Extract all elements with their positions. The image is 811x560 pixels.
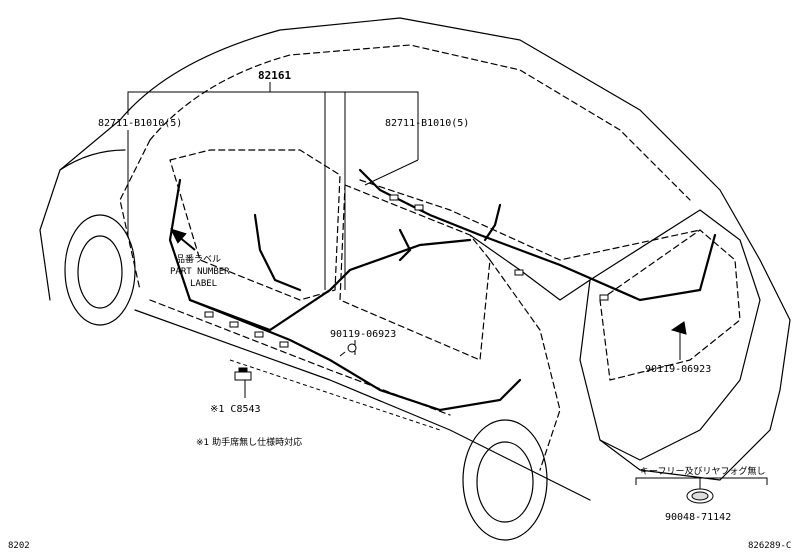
clip-8 bbox=[599, 294, 609, 301]
part-82711-right: 82711-B1010(5) bbox=[385, 118, 470, 129]
rear-window bbox=[599, 229, 741, 381]
front-wheel-inner bbox=[77, 235, 123, 309]
keyless-bracket bbox=[635, 477, 768, 485]
page-code-right: 826289-C bbox=[748, 541, 792, 551]
grommet-icon bbox=[686, 488, 714, 504]
windshield-line bbox=[39, 119, 121, 301]
sill-line bbox=[149, 299, 451, 416]
roof-inner bbox=[149, 44, 691, 201]
roof-rail bbox=[359, 179, 701, 261]
rear-wheel bbox=[462, 419, 548, 541]
note-dash bbox=[229, 359, 441, 431]
leader-right bbox=[364, 159, 419, 186]
clip-6 bbox=[414, 204, 424, 211]
clip-right-icon bbox=[670, 321, 687, 335]
label-arrow bbox=[170, 228, 196, 251]
rear-bumper bbox=[599, 389, 781, 481]
clip-4 bbox=[279, 341, 289, 348]
rear-door-opening bbox=[339, 184, 491, 361]
harness-branch3 bbox=[483, 203, 502, 242]
front-pillar bbox=[119, 139, 151, 291]
label-jp: 品番ラベル bbox=[176, 255, 222, 265]
clip-1 bbox=[204, 311, 214, 318]
harness-branch bbox=[253, 213, 302, 292]
note-text: ※1 助手席無し仕様時対応 bbox=[196, 438, 303, 448]
rear-corner bbox=[759, 259, 791, 391]
front-door-opening bbox=[169, 149, 341, 301]
c8543-icon bbox=[234, 367, 252, 381]
clip-7 bbox=[514, 269, 524, 276]
rear-wheel-inner bbox=[476, 441, 534, 523]
label-en-1: PART NUMBER bbox=[170, 267, 230, 277]
clip-3 bbox=[254, 331, 264, 338]
part-90119-left: 90119-06923 bbox=[330, 329, 397, 340]
harness-sill bbox=[188, 298, 522, 412]
part-c8543: ※1 C8543 bbox=[210, 404, 261, 415]
page-code-left: 8202 bbox=[8, 541, 30, 551]
body-lower bbox=[134, 309, 591, 501]
hood-line bbox=[59, 149, 126, 171]
part-90119-right: 90119-06923 bbox=[645, 364, 712, 375]
harness-roof bbox=[358, 168, 717, 302]
bracket-82161 bbox=[127, 91, 419, 160]
label-en-2: LABEL bbox=[190, 279, 218, 289]
part-90048: 90048-71142 bbox=[665, 512, 732, 523]
clip-left-icon bbox=[339, 343, 357, 357]
clip-2 bbox=[229, 321, 239, 328]
clip-5 bbox=[389, 194, 399, 201]
part-82711-left: 82711-B1010(5) bbox=[98, 118, 183, 129]
harness-main bbox=[168, 178, 472, 332]
rear-pillar bbox=[469, 234, 591, 301]
harness-branch2 bbox=[398, 228, 412, 262]
keyless-note: キーフリー及びリヤフォグ無し bbox=[640, 467, 766, 477]
roof-outline bbox=[119, 17, 761, 261]
front-wheel bbox=[64, 214, 136, 326]
rear-hatch bbox=[579, 209, 761, 461]
quarter-panel bbox=[489, 259, 561, 471]
part-82161: 82161 bbox=[258, 69, 292, 82]
